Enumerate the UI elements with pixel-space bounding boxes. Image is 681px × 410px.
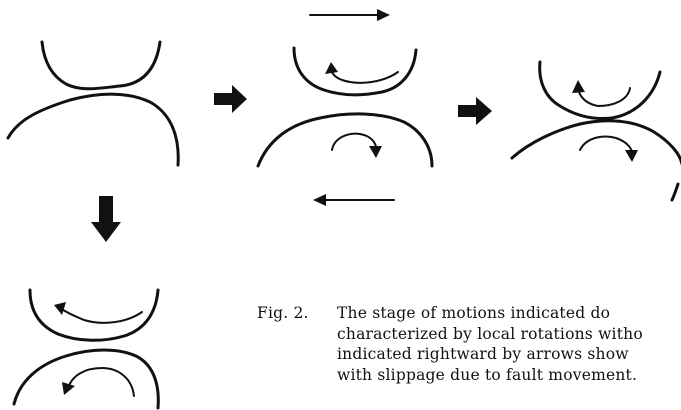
stage-2-rotation [258,9,432,206]
caption-line-4: with slippage due to fault movement. [337,365,681,386]
stage-4-lower-rotation-arrowhead [62,382,75,395]
stage-3-upper-rotation-arrowhead [572,80,585,93]
stage-1-separated [8,42,178,165]
stage-transition-arrow-right-1 [214,85,247,113]
stage-transition-arrow-down [91,196,121,242]
figure-caption: Fig. 2. The stage of motions indicated d… [257,303,681,385]
stage-1-lower-body [8,94,178,165]
stage-2-bottom-slip-arrowhead [313,194,326,206]
stage-4-lower-rotation-arrow [68,368,134,396]
stage-4-lower-body [14,350,158,408]
stage-3-edge-mark [672,184,678,200]
figure-label: Fig. 2. [257,303,337,324]
stage-3-upper-rotation-arrow [578,86,630,106]
stage-4-upper-rotation-arrowhead [54,302,66,315]
stage-1-upper-body [42,42,160,89]
stage-transition-arrow-right-2 [458,97,492,125]
stage-4-slippage [14,290,158,408]
caption-line-3: indicated rightward by arrows show [337,344,681,365]
stage-2-lower-body [258,114,432,166]
caption-line: indicated rightward by arrows show [257,344,681,365]
caption-line: characterized by local rotations witho [257,324,681,345]
stage-2-lower-rotation-arrowhead [369,146,382,158]
stage-2-top-slip-arrowhead [377,9,390,21]
stage-3-contact [512,62,681,200]
caption-line-2: characterized by local rotations witho [337,324,681,345]
stage-3-upper-body [540,62,660,119]
stage-3-lower-rotation-arrowhead [625,150,638,162]
caption-line: Fig. 2. The stage of motions indicated d… [257,303,681,324]
stage-2-upper-rotation-arrow [331,66,398,83]
stage-4-upper-rotation-arrow [60,308,142,323]
caption-line-1: The stage of motions indicated do [337,303,681,324]
stage-2-lower-rotation-arrow [332,134,376,154]
caption-line: with slippage due to fault movement. [257,365,681,386]
stage-3-lower-body [512,121,681,164]
stage-3-lower-rotation-arrow [580,137,632,159]
stage-2-upper-rotation-arrowhead [325,62,338,74]
